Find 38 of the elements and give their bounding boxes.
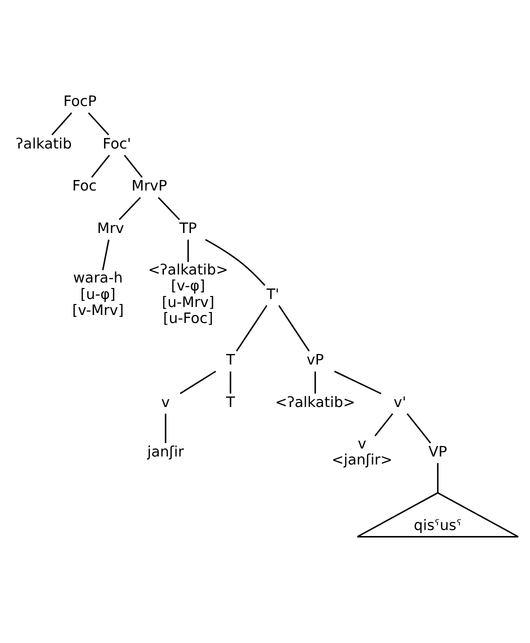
connector [180, 370, 216, 394]
node-text: <ʔalkatib> [275, 394, 356, 410]
node-text: Mrv [97, 220, 124, 237]
connector [102, 239, 110, 270]
node-text: <ʔalkatib> [v-φ] [u-Mrv] [u-Foc] [148, 262, 228, 327]
node-text: TP [179, 220, 197, 237]
node-text: MrvP [132, 178, 168, 194]
connector [334, 370, 382, 394]
connector [91, 154, 110, 178]
node-text: Foc' [102, 136, 132, 152]
node-text: FocP [63, 93, 97, 110]
connector [158, 196, 180, 220]
connector [314, 371, 316, 394]
connector [406, 412, 432, 443]
connector [205, 238, 266, 286]
node-text: vP [306, 352, 324, 368]
connector [118, 196, 141, 220]
connector [236, 304, 268, 352]
connector [51, 112, 72, 135]
node-text: wara-h [u-φ] [v-Mrv] [72, 270, 124, 319]
node-text: ʔalkatib [16, 136, 72, 152]
node-text: T' [266, 286, 280, 302]
node-text: Foc [72, 178, 97, 194]
node-text: v' [394, 394, 406, 410]
connector [88, 112, 110, 135]
connector [230, 371, 232, 394]
node-text: v <janʃir> [332, 436, 393, 468]
node-text: VP [428, 444, 448, 460]
connector [374, 412, 394, 436]
node-text: v [161, 394, 170, 410]
connector [278, 304, 310, 352]
connector [164, 413, 166, 443]
node-text: janʃir [147, 444, 184, 460]
connector [124, 154, 143, 178]
connector [187, 239, 189, 262]
connector [437, 462, 439, 492]
node-text: T [226, 352, 235, 368]
node-text: T [226, 394, 235, 410]
